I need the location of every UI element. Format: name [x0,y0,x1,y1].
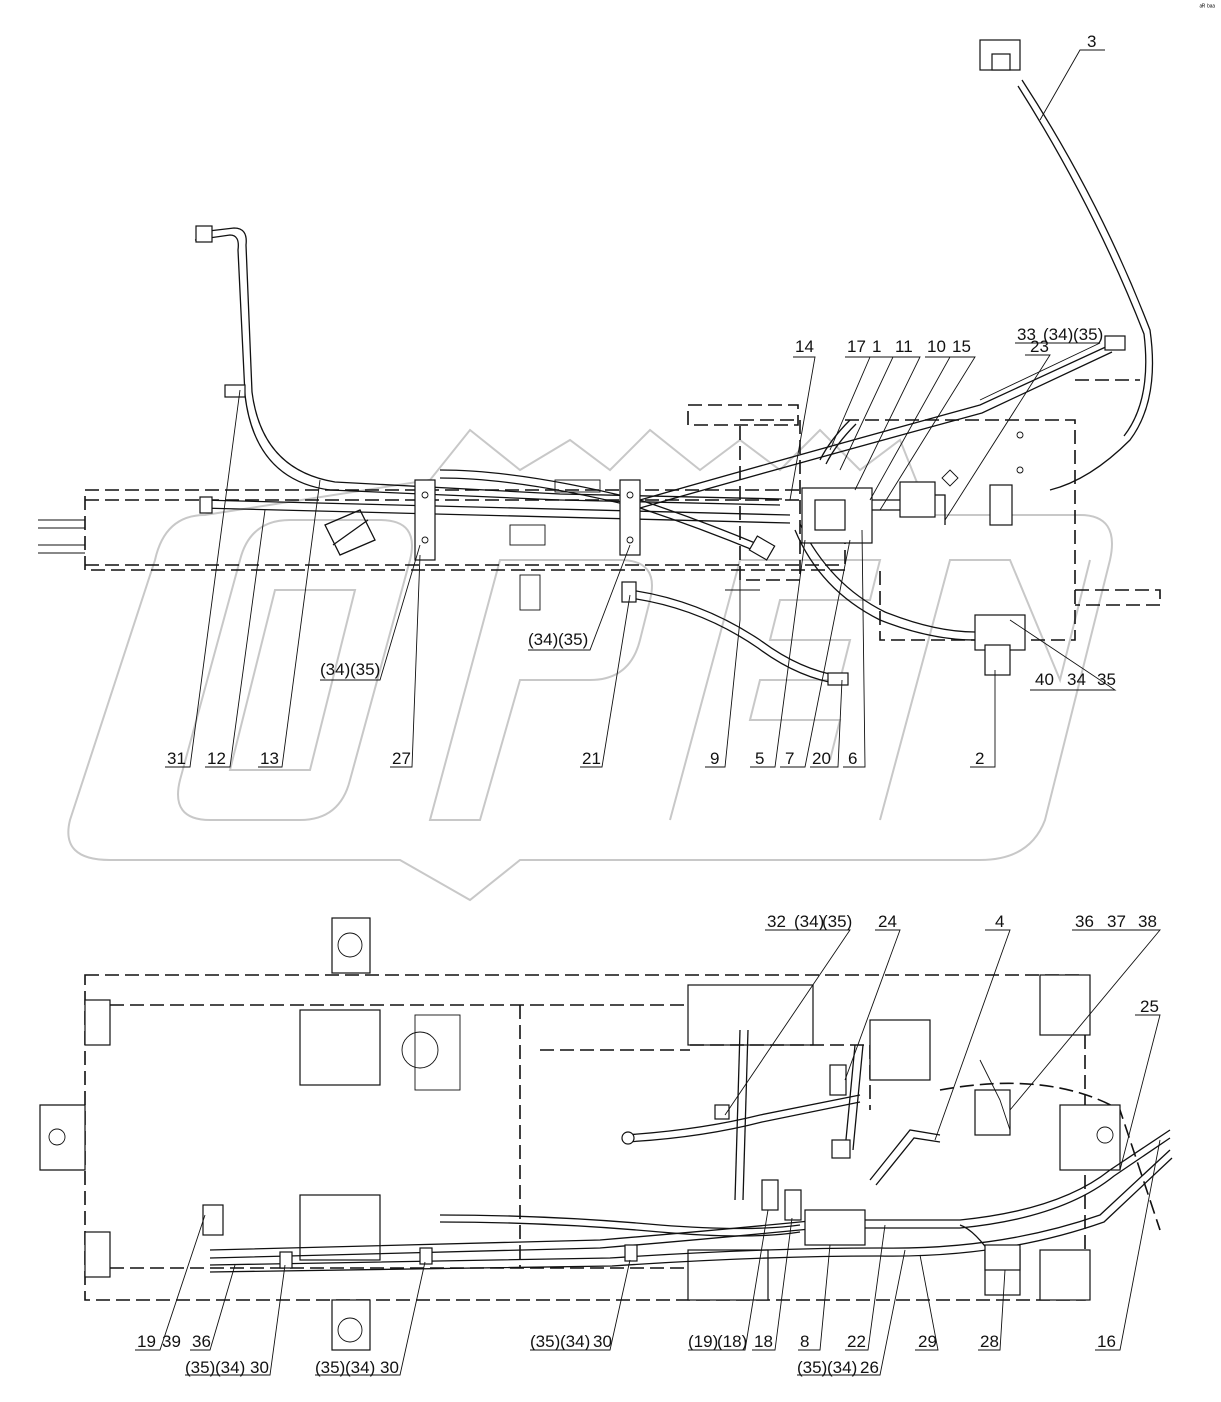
callout-5: 5 [755,749,764,768]
callout-39: 39 [162,1332,181,1351]
callout-9: 9 [710,749,719,768]
callout-14: 14 [795,337,814,356]
callout-35: (35) [315,1358,345,1377]
top-callouts: 3 33 (34) (35) 23 14 17 1 11 10 15 (34) … [167,32,1116,768]
callout-34: (34) [1043,325,1073,344]
callout-34: (34) [560,1332,590,1351]
callout-35: (35) [822,912,852,931]
callout-35: (35) [185,1358,215,1377]
callout-6: 6 [848,749,857,768]
callout-24: 24 [878,912,897,931]
callout-18: (18) [717,1332,747,1351]
callout-16: 16 [1097,1332,1116,1351]
callout-40: 40 [1035,670,1054,689]
callout-1: 1 [872,337,881,356]
callout-34: (34) [320,660,350,679]
callout-15: 15 [952,337,971,356]
callout-35: 35 [1097,670,1116,689]
callout-19: 19 [137,1332,156,1351]
callout-35: (35) [797,1358,827,1377]
callout-21: 21 [582,749,601,768]
callout-25: 25 [1140,997,1159,1016]
top-leaders [165,49,1117,768]
top-hoses [194,39,1154,686]
bottom-callouts: 32 (34) (35) 24 4 36 37 38 25 19 39 36 (… [137,912,1159,1377]
callout-34: (34) [215,1358,245,1377]
callout-29: 29 [918,1332,937,1351]
callout-35: (35) [350,660,380,679]
top-frame [38,379,1161,641]
callout-32: 32 [767,912,786,931]
bottom-leaders [135,929,1161,1376]
callout-18: 18 [754,1332,773,1351]
callout-12: 12 [207,749,226,768]
callout-34: (34) [794,912,824,931]
callout-26: 26 [860,1358,879,1377]
callout-11: 11 [895,337,913,356]
corner-mark: ᵃᴿ ᵇᵃᵃ [1199,4,1215,11]
callout-36: 36 [1075,912,1094,931]
callout-35: (35) [558,630,588,649]
bottom-frame [39,917,1161,1351]
callout-34: (34) [345,1358,375,1377]
bottom-hoses [202,1029,1173,1273]
callout-4: 4 [995,912,1004,931]
callout-2: 2 [975,749,984,768]
callout-35: (35) [530,1332,560,1351]
callout-30: 30 [593,1332,612,1351]
callout-34: 34 [1067,670,1086,689]
callout-34: (34) [528,630,558,649]
callout-22: 22 [847,1332,866,1351]
callout-8: 8 [800,1332,809,1351]
callout-10: 10 [927,337,946,356]
callout-27: 27 [392,749,411,768]
callout-23: 23 [1030,337,1049,356]
callout-20: 20 [812,749,831,768]
watermark-logo [67,428,1113,902]
callout-36: 36 [192,1332,211,1351]
callout-7: 7 [785,749,794,768]
callout-33: 33 [1017,325,1036,344]
callout-28: 28 [980,1332,999,1351]
callout-19: (19) [688,1332,718,1351]
callout-30: 30 [380,1358,399,1377]
callout-30: 30 [250,1358,269,1377]
callout-37: 37 [1107,912,1126,931]
callout-13: 13 [260,749,279,768]
callout-38: 38 [1138,912,1157,931]
callout-35: (35) [1073,325,1103,344]
callout-34: (34) [827,1358,857,1377]
callout-31: 31 [167,749,186,768]
callout-3: 3 [1087,32,1096,51]
callout-17: 17 [847,337,866,356]
